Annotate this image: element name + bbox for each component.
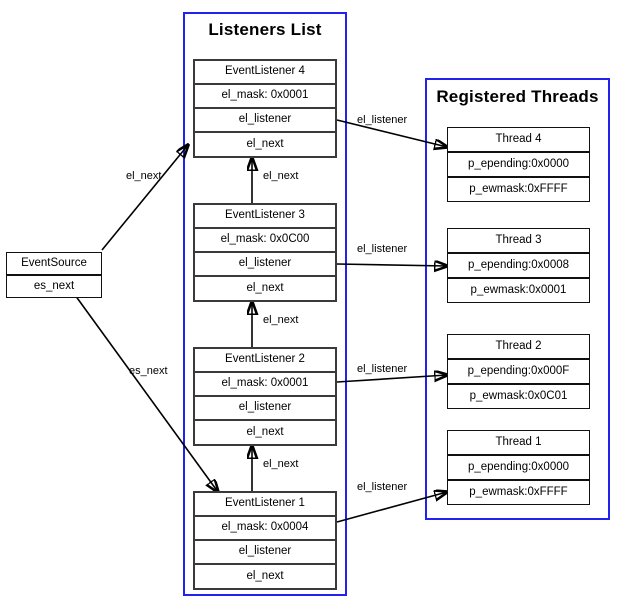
thread-2-epending: p_epending:0x000F (448, 360, 589, 385)
edge-eventsource-to-listener4 (101, 145, 188, 251)
thread-node-1[interactable]: Thread 1 p_epending:0x0000 p_ewmask:0xFF… (447, 430, 590, 505)
listener-1-listener: el_listener (195, 541, 335, 565)
thread-3-ewmask: p_ewmask:0x0001 (448, 279, 589, 302)
thread-2-title: Thread 2 (448, 335, 589, 360)
thread-3-title: Thread 3 (448, 229, 589, 254)
listener-1-title: EventListener 1 (195, 493, 335, 517)
registered-threads-panel (425, 78, 610, 520)
thread-2-ewmask: p_ewmask:0x0C01 (448, 385, 589, 408)
listener-4-mask: el_mask: 0x0001 (195, 85, 335, 109)
listener-node-4[interactable]: EventListener 4 el_mask: 0x0001 el_liste… (193, 59, 337, 158)
edge-label-el1-to-el2: el_next (263, 458, 299, 470)
thread-1-title: Thread 1 (448, 431, 589, 456)
edge-label-es-to-el1: es_next (129, 365, 168, 377)
listener-4-listener: el_listener (195, 109, 335, 133)
listener-2-title: EventListener 2 (195, 349, 335, 373)
listener-node-3[interactable]: EventListener 3 el_mask: 0x0C00 el_liste… (193, 203, 337, 302)
thread-1-epending: p_epending:0x0000 (448, 456, 589, 481)
listener-2-next: el_next (195, 421, 335, 444)
listener-node-2[interactable]: EventListener 2 el_mask: 0x0001 el_liste… (193, 347, 337, 446)
edge-label-el1-to-t1: el_listener (357, 481, 408, 493)
edge-label-es-to-el4: el_next (126, 170, 162, 182)
thread-4-ewmask: p_ewmask:0xFFFF (448, 178, 589, 201)
thread-node-4[interactable]: Thread 4 p_epending:0x0000 p_ewmask:0xFF… (447, 127, 590, 202)
listener-3-next: el_next (195, 277, 335, 300)
listener-3-listener: el_listener (195, 253, 335, 277)
listener-1-next: el_next (195, 565, 335, 588)
listener-1-mask: el_mask: 0x0004 (195, 517, 335, 541)
listener-4-title: EventListener 4 (195, 61, 335, 85)
edge-label-el3-to-t3: el_listener (357, 243, 408, 255)
listeners-list-title: Listeners List (208, 20, 322, 39)
thread-1-ewmask: p_ewmask:0xFFFF (448, 481, 589, 504)
registered-threads-title: Registered Threads (436, 87, 599, 106)
thread-node-2[interactable]: Thread 2 p_epending:0x000F p_ewmask:0x0C… (447, 334, 590, 409)
edge-label-el2-to-el3: el_next (263, 314, 299, 326)
edge-label-el3-to-el4: el_next (263, 170, 299, 182)
listener-3-mask: el_mask: 0x0C00 (195, 229, 335, 253)
listener-4-next: el_next (195, 133, 335, 156)
event-source-field-es-next: es_next (7, 276, 101, 297)
thread-3-epending: p_epending:0x0008 (448, 254, 589, 279)
event-source-title: EventSource (7, 253, 101, 276)
thread-4-epending: p_epending:0x0000 (448, 153, 589, 178)
edge-label-el2-to-t2: el_listener (357, 363, 408, 375)
event-source-node[interactable]: EventSource es_next (6, 252, 102, 298)
edge-label-el4-to-t4: el_listener (357, 114, 408, 126)
listener-node-1[interactable]: EventListener 1 el_mask: 0x0004 el_liste… (193, 491, 337, 590)
listener-2-mask: el_mask: 0x0001 (195, 373, 335, 397)
thread-4-title: Thread 4 (448, 128, 589, 153)
thread-node-3[interactable]: Thread 3 p_epending:0x0008 p_ewmask:0x00… (447, 228, 590, 303)
listener-2-listener: el_listener (195, 397, 335, 421)
listener-3-title: EventListener 3 (195, 205, 335, 229)
